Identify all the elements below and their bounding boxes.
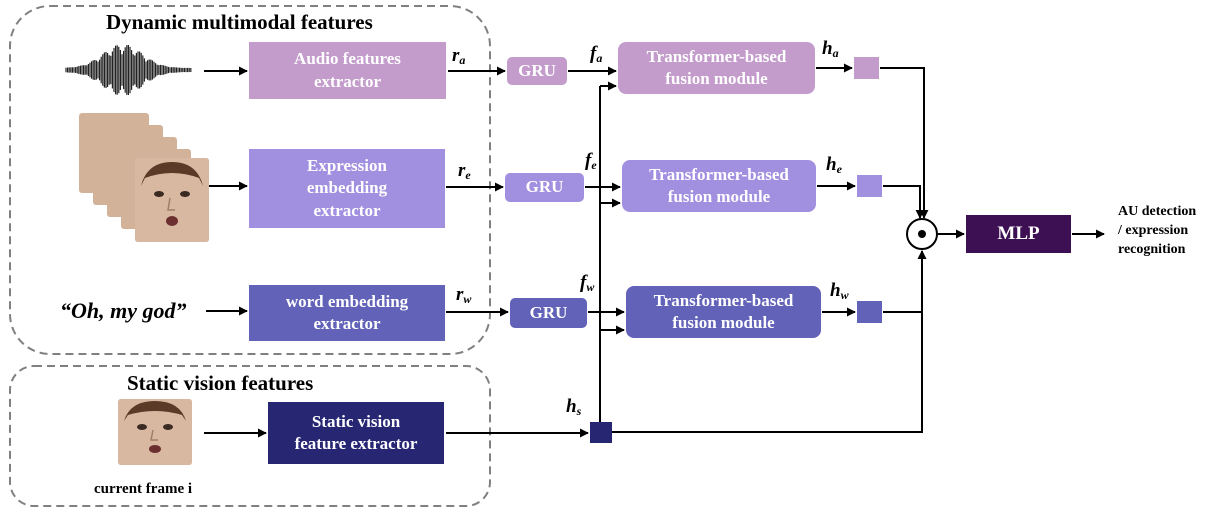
static-vision-feature-extractor: Static vision feature extractor: [268, 402, 444, 464]
fusion-module-expression: Transformer-based fusion module: [622, 160, 816, 212]
fusion-module-word: Transformer-based fusion module: [626, 286, 821, 338]
arrow-ha-to-operator: [880, 67, 929, 219]
static-group-border: [9, 365, 491, 507]
gru-word: GRU: [510, 298, 587, 328]
label-fe: fe: [585, 150, 597, 172]
audio-features-extractor: Audio features extractor: [249, 42, 446, 99]
label-hs: hs: [566, 396, 582, 418]
word-embedding-extractor: word embedding extractor: [249, 285, 445, 341]
label-fw: fw: [580, 272, 595, 294]
arrow-hs-to-operator: [612, 250, 927, 433]
ha-square: [854, 57, 879, 79]
arrow-he-to-operator: [883, 185, 925, 219]
elementwise-product-operator: [906, 218, 938, 250]
label-rw: rw: [456, 284, 472, 306]
label-fa: fa: [590, 43, 603, 65]
fusion-module-audio: Transformer-based fusion module: [618, 42, 815, 94]
static-group-title: Static vision features: [127, 371, 314, 395]
gru-expression: GRU: [505, 173, 584, 202]
face-image: [118, 399, 192, 465]
mlp-block: MLP: [966, 215, 1071, 253]
arrow-hw-to-operator: [883, 250, 927, 313]
current-frame-label: current frame i: [94, 481, 193, 497]
expression-embedding-extractor: Expression embedding extractor: [249, 149, 445, 228]
waveform-icon: [65, 45, 192, 95]
gru-audio: GRU: [507, 57, 567, 85]
label-ha: ha: [822, 38, 839, 60]
label-he: he: [826, 154, 842, 176]
dynamic-group-border: [9, 5, 491, 355]
he-square: [857, 175, 882, 197]
text-input-quote: “Oh, my god”: [60, 298, 187, 323]
dynamic-group-title: Dynamic multimodal features: [106, 10, 373, 34]
label-hw: hw: [830, 280, 849, 302]
label-re: re: [458, 160, 471, 182]
face-image: [135, 158, 209, 242]
hs-square: [590, 422, 612, 443]
hw-square: [857, 301, 882, 323]
output-label: AU detection / expression recognition: [1118, 204, 1197, 257]
label-ra: ra: [452, 45, 466, 67]
